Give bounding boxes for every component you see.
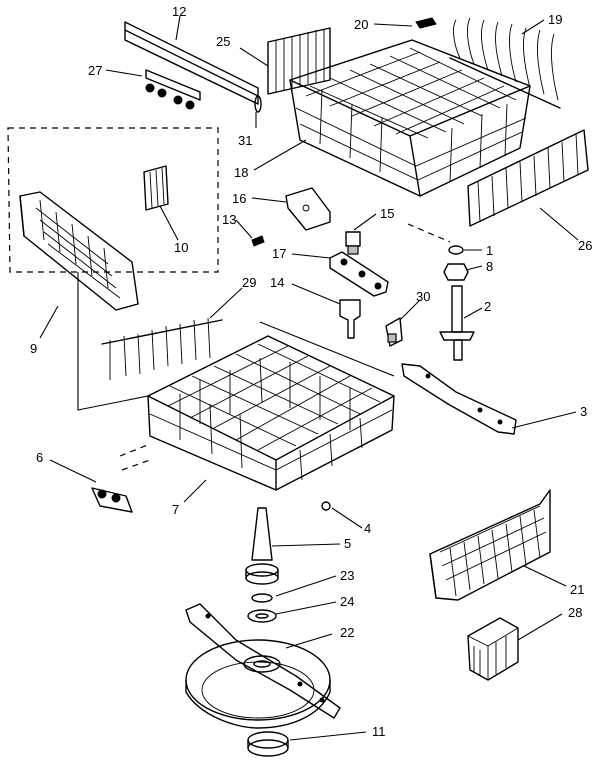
part-3-spray-arm-upper (401, 363, 517, 435)
callout-15: 15 (380, 206, 394, 221)
callout-1: 1 (486, 243, 493, 258)
callout-10: 10 (174, 240, 188, 255)
callout-29: 29 (242, 275, 256, 290)
part-29-tine-row-lower (101, 317, 223, 380)
callout-19: 19 (548, 12, 562, 27)
callout-7: 7 (172, 502, 179, 517)
callout-11: 11 (372, 724, 386, 739)
callout-8: 8 (486, 259, 493, 274)
part-1-o-ring (448, 245, 464, 255)
callout-21: 21 (570, 582, 584, 597)
callouts: 12 20 19 25 27 31 18 16 13 15 10 26 1 17… (30, 4, 592, 739)
part-13-screw (251, 235, 265, 247)
part-11-ring (247, 731, 289, 757)
callout-14: 14 (270, 275, 284, 290)
leader-lines (39, 15, 579, 741)
callout-31: 31 (238, 133, 252, 148)
part-22-filter-base (185, 639, 331, 729)
callout-4: 4 (364, 521, 371, 536)
part-31-clip (254, 95, 262, 113)
callout-2: 2 (484, 299, 491, 314)
callout-3: 3 (580, 404, 587, 419)
callout-17: 17 (272, 246, 286, 261)
callout-25: 25 (216, 34, 230, 49)
part-15-connector (345, 231, 361, 255)
callout-26: 26 (578, 238, 592, 253)
part-5-spray-tube-lower (245, 507, 279, 585)
callout-23: 23 (340, 568, 354, 583)
callout-28: 28 (568, 605, 582, 620)
part-10-basket-lid (143, 165, 169, 211)
callout-6: 6 (36, 450, 43, 465)
callout-24: 24 (340, 594, 354, 609)
callout-16: 16 (232, 191, 246, 206)
part-9-assembly-outline (7, 127, 219, 273)
part-20-fastener (415, 17, 437, 29)
part-24-seal (247, 609, 277, 623)
callout-12: 12 (172, 4, 186, 19)
part-4-bearing (321, 501, 331, 511)
callout-18: 18 (234, 165, 248, 180)
callout-30: 30 (416, 289, 430, 304)
part-19-tine-row-upper (449, 17, 561, 109)
part-6-rack-roller (91, 487, 133, 513)
alignment-lines (77, 223, 451, 471)
part-21-cutlery-basket (429, 489, 551, 601)
callout-5: 5 (344, 536, 351, 551)
part-9-silverware-basket (19, 191, 139, 311)
part-25-tine-row-small (267, 27, 331, 95)
part-2-spray-tube-upper (439, 285, 475, 361)
part-18-upper-rack (289, 39, 531, 197)
part-16-bracket (285, 187, 331, 231)
part-12-rack-rail (124, 21, 259, 105)
part-14-feed-tube (339, 299, 361, 339)
callout-9: 9 (30, 341, 37, 356)
callout-13: 13 (222, 212, 236, 227)
part-27-roller-bracket (145, 69, 201, 110)
part-28-small-basket (467, 617, 519, 681)
part-30-valve (385, 317, 403, 347)
callout-22: 22 (340, 625, 354, 640)
part-26-tine-row-side (467, 129, 589, 227)
part-23-washer (251, 593, 273, 603)
part-8-nut (443, 263, 469, 281)
part-22-spray-arm-lower (185, 603, 341, 719)
part-7-lower-rack (147, 335, 395, 491)
callout-20: 20 (354, 17, 368, 32)
part-17-manifold (329, 251, 389, 297)
callout-27: 27 (88, 63, 102, 78)
